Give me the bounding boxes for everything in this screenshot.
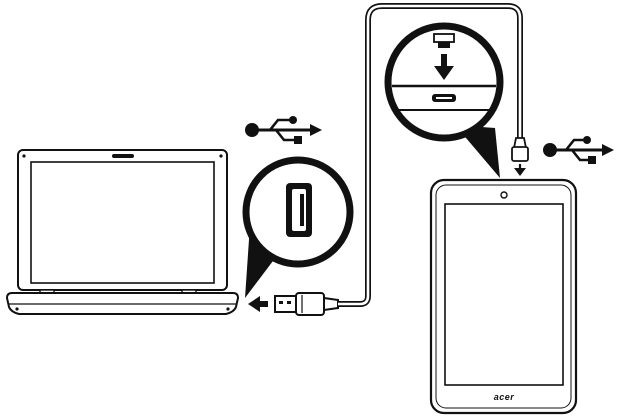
- camera-icon: [500, 191, 508, 199]
- usb-a-port-icon: [286, 183, 312, 237]
- usb-a-plug-icon: [248, 292, 339, 316]
- tablet-icon: acer: [429, 178, 578, 415]
- tablet-brand-label: acer: [494, 392, 515, 402]
- micro-usb-port-icon: [432, 94, 456, 102]
- laptop-port-callout: [242, 156, 354, 298]
- laptop-icon: [5, 149, 240, 315]
- usb-symbol-icon: [245, 116, 322, 144]
- usb-symbol-icon: [543, 136, 614, 164]
- tablet-port-callout: [384, 22, 504, 178]
- micro-usb-plug-icon: [511, 137, 529, 176]
